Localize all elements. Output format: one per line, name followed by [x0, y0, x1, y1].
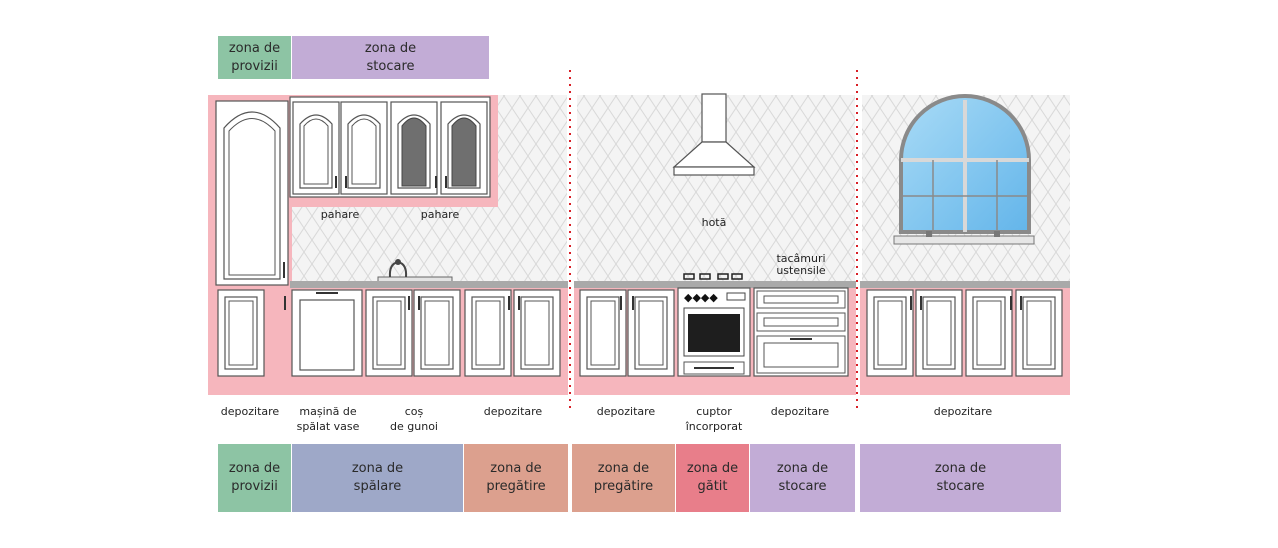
label-tacamuri-ustensile: tacâmuri ustensile — [776, 252, 826, 277]
bottom-label-depozitare-1: depozitare — [220, 405, 280, 418]
bottom-label-cuptor-incorporat: cuptor încorporat — [685, 405, 743, 433]
dishwasher-icon — [291, 289, 363, 377]
built-in-oven-icon: ◆◆◆◆ — [677, 273, 751, 377]
bottom-label-masina-spalat-vase: mașină de spălat vase — [296, 405, 360, 433]
tall-pantry-cabinet — [215, 100, 289, 286]
drawer-unit — [753, 287, 849, 377]
countertop-left — [290, 281, 568, 288]
wall-cabinet-doors — [292, 101, 488, 195]
base-cabinets-middle — [579, 289, 675, 377]
bottom-label-depozitare-4: depozitare — [770, 405, 830, 418]
svg-text:◆◆◆◆: ◆◆◆◆ — [684, 291, 718, 304]
top-zone-provizii: zona de provizii — [218, 36, 291, 79]
top-zone-stocare: zona de stocare — [292, 36, 489, 79]
bottom-zone-gatit: zona de gătit — [676, 444, 749, 512]
label-hota: hotă — [701, 216, 727, 229]
bottom-zone-stocare-1: zona de stocare — [750, 444, 855, 512]
bottom-zone-pregatire-1: zona de pregătire — [464, 444, 568, 512]
bottom-label-cos-gunoi: coș de gunoi — [390, 405, 438, 433]
label-pahare-2: pahare — [420, 208, 460, 221]
window-icon — [893, 94, 1035, 245]
bottom-zone-stocare-2: zona de stocare — [860, 444, 1061, 512]
bottom-zone-spalare: zona de spălare — [292, 444, 463, 512]
countertop-middle — [574, 281, 856, 288]
bottom-label-depozitare-3: depozitare — [596, 405, 656, 418]
range-hood-icon — [672, 93, 756, 176]
bottom-label-depozitare-5: depozitare — [933, 405, 993, 418]
base-cabinets-right — [866, 289, 1063, 377]
countertop-right — [860, 281, 1070, 288]
bottom-zone-provizii: zona de provizii — [218, 444, 291, 512]
bottom-zone-pregatire-2: zona de pregătire — [572, 444, 675, 512]
bottom-label-depozitare-2: depozitare — [483, 405, 543, 418]
label-pahare-1: pahare — [320, 208, 360, 221]
base-cabinets-left — [217, 289, 561, 377]
